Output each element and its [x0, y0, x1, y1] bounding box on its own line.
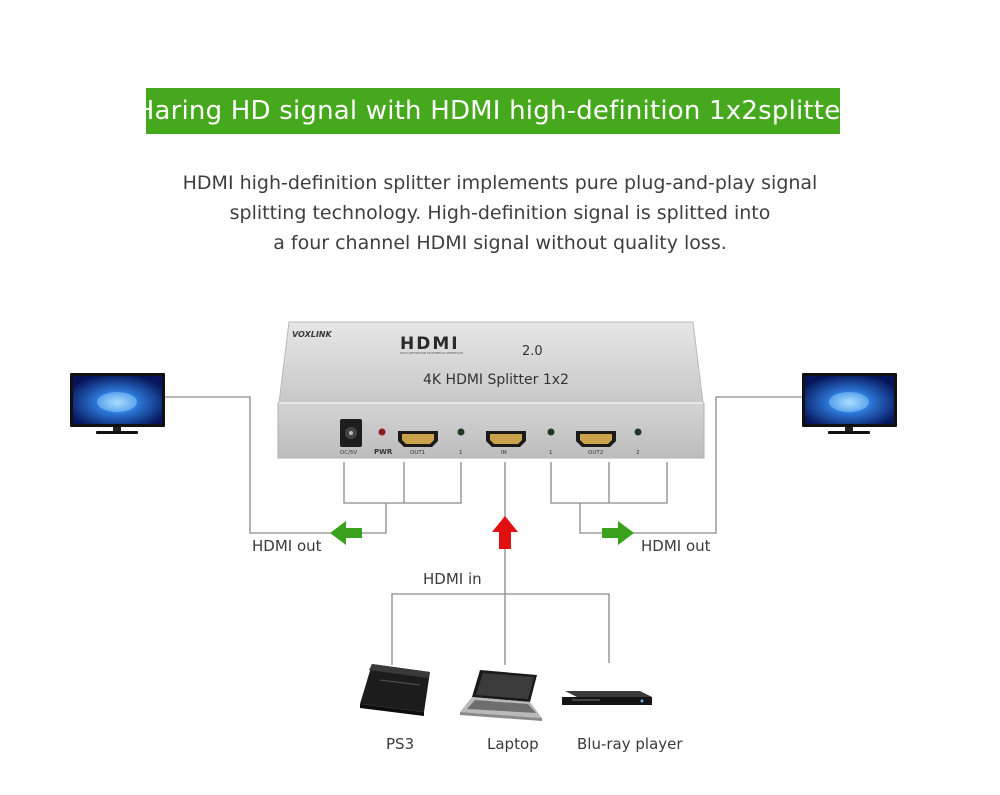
- hdmi-port-out1-icon: [398, 431, 438, 447]
- description-line: HDMI high-definition splitter implements…: [182, 172, 818, 194]
- description-line: a four channel HDMI signal without quali…: [273, 232, 727, 254]
- port-label-out1: OUT1: [410, 450, 425, 456]
- source-label-laptop: Laptop: [487, 735, 539, 753]
- bluray-player-icon: [562, 691, 652, 705]
- source-label-ps3: PS3: [386, 735, 415, 753]
- hdmi-in-label: HDMI in: [423, 570, 482, 588]
- in-arrow: [492, 516, 518, 549]
- hdmi-version: 2.0: [522, 344, 543, 359]
- description-line: splitting technology. High-definition si…: [229, 202, 771, 224]
- hdmi-tagline: HIGH-DEFINITION MULTIMEDIA INTERFACE: [400, 351, 463, 355]
- hdmi-logo: HDMI: [400, 334, 460, 354]
- hdmi-port-in-icon: [486, 431, 526, 447]
- led-label-in: 1: [549, 450, 553, 456]
- title-banner: Haring HD signal with HDMI high-definiti…: [135, 88, 851, 134]
- hdmi-port-out2-icon: [576, 431, 616, 447]
- connection-lines: [165, 396, 805, 665]
- out-arrow-left: [330, 521, 362, 545]
- device-model: 4K HDMI Splitter 1x2: [423, 372, 569, 388]
- port-label-pwr: PWR: [374, 448, 393, 456]
- ps3-console-icon: [360, 664, 430, 716]
- led-label-1: 1: [459, 450, 463, 456]
- tv-monitor-right-icon: [802, 373, 897, 434]
- led-label-2: 2: [636, 450, 640, 456]
- power-led-icon: [378, 428, 386, 436]
- status-led-icon: [547, 428, 555, 436]
- device-brand: VOXLINK: [292, 330, 333, 339]
- banner-title: Haring HD signal with HDMI high-definiti…: [134, 96, 852, 126]
- description: HDMI high-definition splitter implements…: [120, 168, 880, 258]
- hdmi-splitter-device: VOXLINK HDMI HIGH-DEFINITION MULTIMEDIA …: [277, 321, 705, 459]
- tv-monitor-left-icon: [70, 373, 165, 434]
- port-label-out2: OUT2: [588, 450, 603, 456]
- hdmi-out-right-label: HDMI out: [641, 537, 711, 555]
- laptop-icon: [460, 670, 542, 721]
- hdmi-out-left-label: HDMI out: [252, 537, 322, 555]
- port-label-dc: DC/5V: [340, 450, 357, 456]
- source-label-bluray: Blu-ray player: [577, 735, 683, 753]
- status-led-icon: [634, 428, 642, 436]
- port-label-in: IN: [501, 450, 507, 456]
- status-led-icon: [457, 428, 465, 436]
- out-arrow-right: [602, 521, 634, 545]
- dc-jack-icon: [340, 419, 362, 447]
